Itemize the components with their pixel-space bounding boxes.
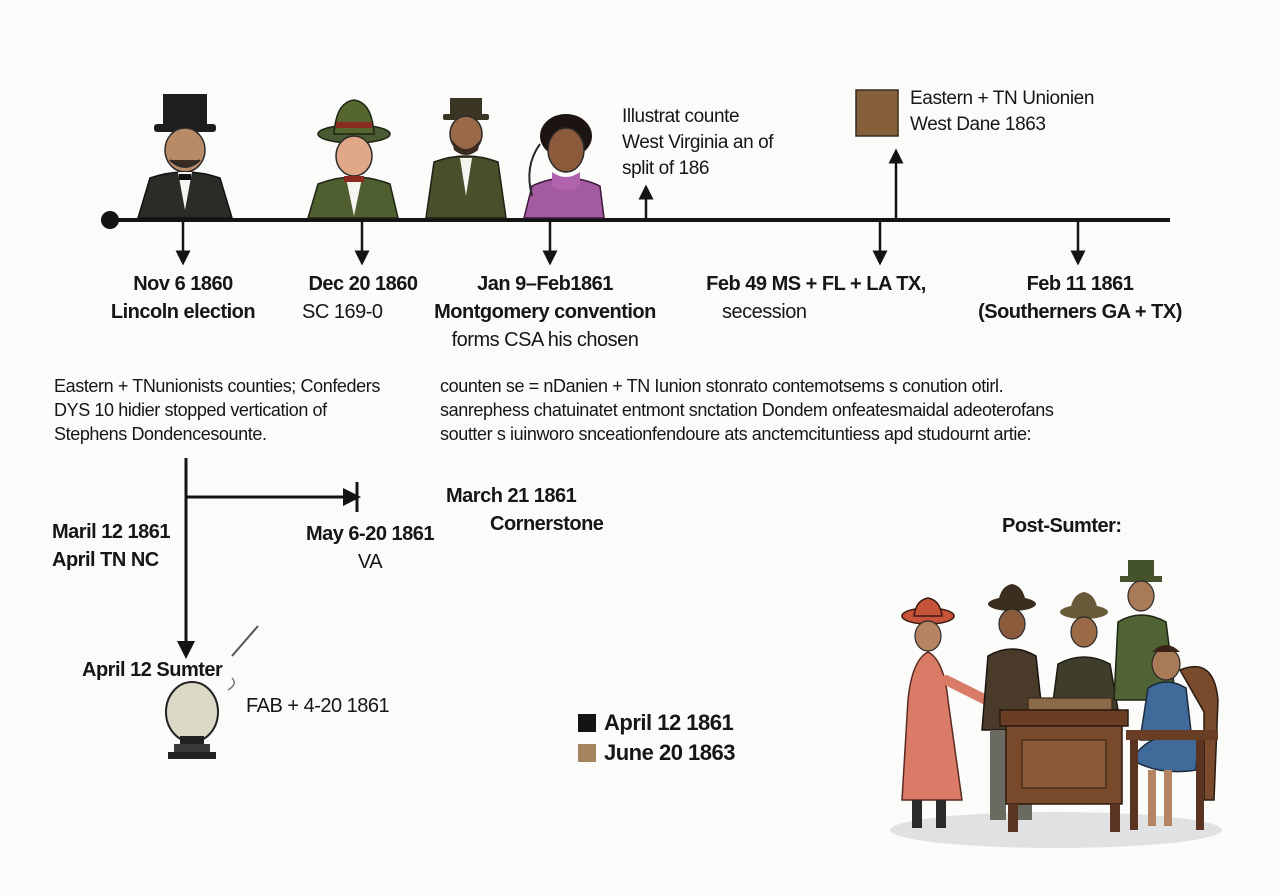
note-eastern-tn: Eastern + TN Unionien West Dane 1863 [910,86,1094,138]
figure-green-hat-illustration [306,99,399,219]
para-right-line3: soutter s iuinworo snceationfendoure ats… [440,424,1032,444]
smoke-wisp [227,677,235,691]
note-wv-line1: Illustrat counte [622,106,740,127]
figure-lincoln-illustration [136,94,234,219]
note-west-virginia: Illustrat counte West Virginia an of spl… [622,104,774,182]
event-label: Cornerstone [490,513,604,535]
legend: April 12 1861 June 20 1863 [578,708,735,768]
pen-stroke [231,625,259,657]
event-dec-1860: Dec 20 1860 SC 169-0 [278,270,448,326]
lamp-illustration [165,681,219,759]
event-nov-1860: Nov 6 1860 Lincoln election [88,270,278,326]
post-sumter-group-illustration [890,560,1222,848]
brown-square [855,89,899,137]
event-date: Feb 11 1861 [1026,273,1134,295]
paragraph-left: Eastern + TNunionists counties; Confeder… [54,374,380,446]
event-jan-1861: Jan 9–Feb1861 Montgomery convention form… [430,270,660,354]
note-wv-line3: split of 186 [622,158,710,179]
event-march-1861: March 21 1861 Cornerstone [446,482,604,538]
post-sumter-heading: Post-Sumter: [1002,515,1122,537]
legend-swatch-black [578,714,596,732]
event-label: secession [722,301,807,323]
event-feb-secession: Feb 49 MS + FL + LA TX, secession [676,270,956,326]
figure-woman-illustration [523,114,605,219]
legend-label: April 12 1861 [604,710,734,735]
event-label: (Southerners GA + TX) [978,301,1182,323]
legend-swatch-tan [578,744,596,762]
event-date: Jan 9–Feb1861 [477,273,613,295]
para-right-line1: counten se = nDanien + TN Iunion stonrat… [440,376,1004,396]
event-date: Feb 49 MS + FL + LA TX, [706,273,926,295]
event-label2: forms CSA his chosen [451,329,639,351]
event-label: SC 169-0 [302,301,383,323]
timeline-start-dot [101,211,119,229]
event-may-1861: May 6-20 1861 VA [300,520,440,576]
event-date: Dec 20 1860 [308,273,418,295]
event-april-1861: Maril 12 1861 April TN NC [52,518,171,574]
event-date: May 6-20 1861 [305,523,435,545]
event-fab: FAB + 4-20 1861 [246,695,390,717]
event-label: VA [357,551,383,573]
para-left-line1: Eastern + TNunionists counties; Confeder… [54,376,380,396]
para-left-line2: DYS 10 hidier stopped vertication of [54,400,327,420]
event-label: Montgomery convention [434,301,656,323]
event-feb-11-1861: Feb 11 1861 (Southerners GA + TX) [950,270,1210,326]
event-label: Lincoln election [110,301,256,323]
para-left-line3: Stephens Dondencesounte. [54,424,267,444]
legend-item-april: April 12 1861 [578,708,735,738]
event-sumter: April 12 Sumter [82,659,223,681]
event-date: Nov 6 1860 [133,273,233,295]
para-right-line2: sanrephess chatuinatet entmont snctation… [440,400,1054,420]
figure-bearded-man-illustration [425,98,507,219]
paragraph-right: counten se = nDanien + TN Iunion stonrat… [440,374,1054,446]
note-tn-line2: West Dane 1863 [910,114,1046,135]
event-date: March 21 1861 [446,485,577,507]
note-wv-line2: West Virginia an of [622,132,774,153]
legend-label: June 20 1863 [604,740,735,765]
event-label: April TN NC [52,549,159,571]
note-tn-line1: Eastern + TN Unionien [910,88,1094,109]
event-date: Maril 12 1861 [52,521,171,543]
legend-item-june: June 20 1863 [578,738,735,768]
